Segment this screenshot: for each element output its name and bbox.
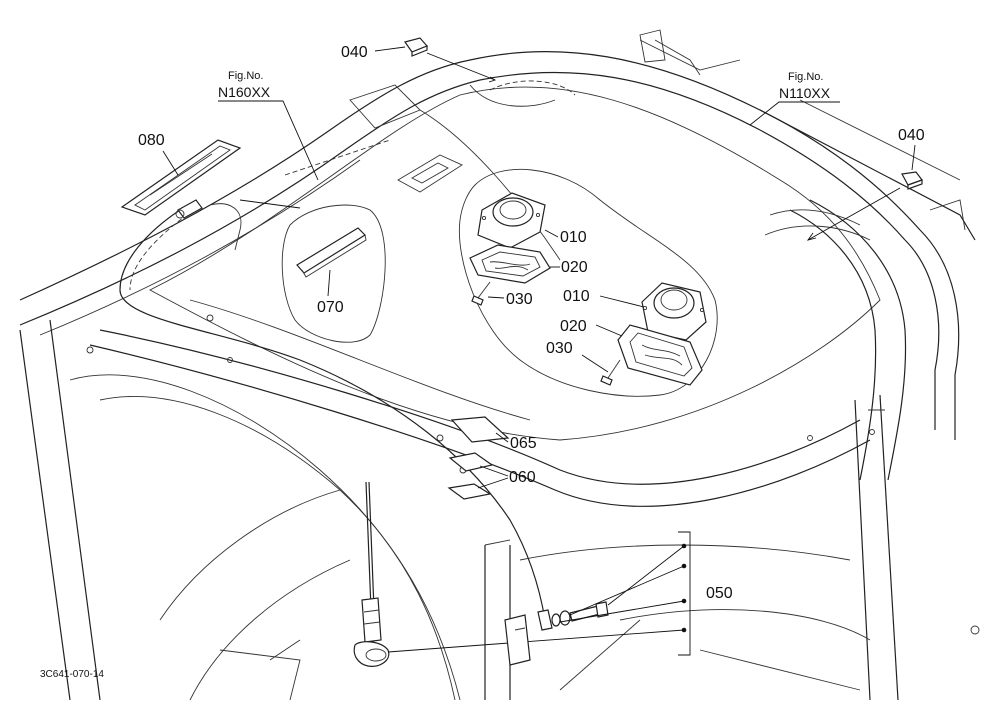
part-label-040: 040 (898, 127, 925, 144)
part-070-radio: 070 (239, 199, 386, 343)
antenna-cable (119, 203, 546, 621)
fig-ref-number: N160XX (218, 84, 271, 100)
speaker-callout: 010 020 030 010 (458, 169, 718, 397)
antenna (353, 481, 390, 667)
fig-ref-label: Fig.No. (788, 71, 823, 83)
part-label-020: 020 (560, 318, 587, 335)
part-050-hardware: 050 (387, 531, 733, 666)
part-label-010: 010 (563, 288, 590, 305)
speaker-screw-b: 030 (546, 340, 621, 386)
speaker-gasket-a: 020 (469, 244, 588, 284)
part-065-pad: 065 (450, 416, 537, 452)
drawing-code: 3C641-070-14 (40, 669, 104, 680)
part-label-030: 030 (506, 291, 533, 308)
speaker-unit-a: 010 (477, 192, 587, 249)
part-label-080: 080 (138, 132, 165, 149)
part-label-040: 040 (341, 44, 368, 61)
fig-ref-number: N110XX (779, 85, 831, 101)
fig-ref-label: Fig.No. (228, 70, 263, 82)
cab-frame (19, 29, 980, 701)
fig-ref-left: Fig.No. N160XX (218, 70, 319, 181)
speaker-screw-a: 030 (471, 281, 533, 308)
part-label-070: 070 (317, 299, 344, 316)
part-060-pad: 060 (447, 452, 536, 500)
part-label-060: 060 (509, 469, 536, 486)
speaker-unit-b: 010 (563, 282, 707, 341)
part-080-radio-bezel: 080 (120, 132, 242, 219)
part-040-clip-top: 040 (341, 37, 497, 83)
part-040-clip-right: 040 (806, 127, 925, 241)
part-label-020: 020 (561, 259, 588, 276)
part-label-050: 050 (706, 585, 733, 602)
part-label-030: 030 (546, 340, 573, 357)
part-label-065: 065 (510, 435, 537, 452)
speaker-gasket-b: 020 (560, 318, 703, 386)
fig-ref-right: Fig.No. N110XX (749, 71, 840, 126)
part-label-010: 010 (560, 229, 587, 246)
